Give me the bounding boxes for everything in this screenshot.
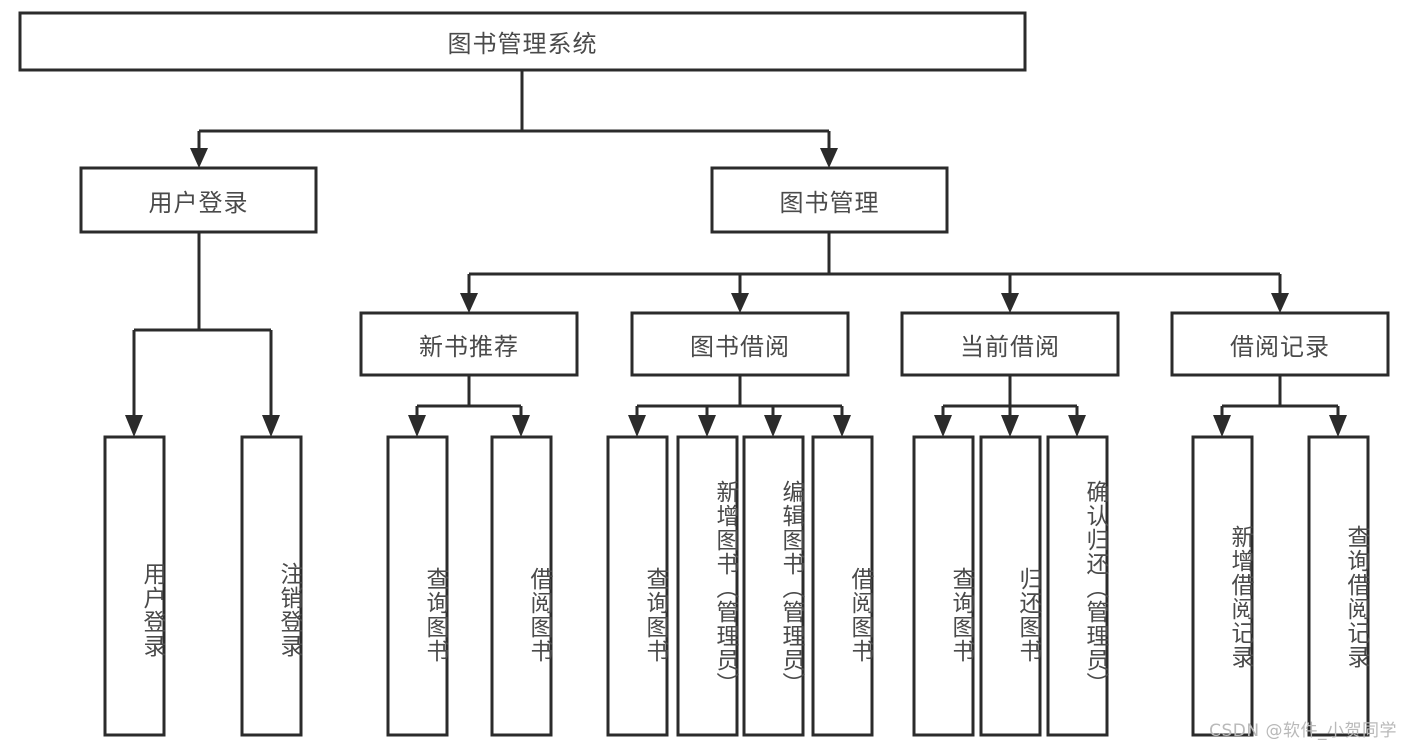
node-box-leaf-record-add[interactable]	[1191, 435, 1254, 737]
arrowhead-current-leaf-1	[934, 415, 952, 437]
arrowhead-user-login	[190, 148, 208, 168]
node-box-leaf-record-query[interactable]	[1307, 435, 1370, 737]
node-box-leaf-borrow-lend[interactable]	[811, 435, 874, 737]
node-box-leaf-borrow-add[interactable]	[676, 435, 739, 737]
node-box-leaf-borrow-edit[interactable]	[742, 435, 805, 737]
watermark: CSDN @软件_小贺同学	[1209, 721, 1397, 741]
arrowhead-current-leaf-2	[1001, 415, 1019, 437]
node-box-book-borrow[interactable]	[630, 311, 850, 377]
arrowhead-borrow-record	[1271, 293, 1289, 313]
arrowhead-leaf-user-login	[125, 415, 143, 437]
arrowhead-borrow-leaf-4	[833, 415, 851, 437]
node-box-leaf-recommend-query[interactable]	[386, 435, 449, 737]
node-boxes	[18, 11, 1390, 737]
node-box-leaf-current-confirm[interactable]	[1046, 435, 1109, 737]
node-box-borrow-record[interactable]	[1170, 311, 1390, 377]
node-box-leaf-user-login[interactable]	[103, 435, 166, 737]
node-box-leaf-current-return[interactable]	[979, 435, 1042, 737]
node-box-leaf-logout[interactable]	[240, 435, 303, 737]
arrowhead-borrow-leaf-1	[628, 415, 646, 437]
node-box-current-borrow[interactable]	[900, 311, 1120, 377]
arrowhead-recommend-leaf-1	[408, 415, 426, 437]
arrowhead-record-leaf-1	[1213, 415, 1231, 437]
node-box-leaf-current-query[interactable]	[912, 435, 975, 737]
connectors	[125, 70, 1347, 437]
node-box-root[interactable]	[18, 11, 1027, 72]
arrowhead-book-borrow	[731, 293, 749, 313]
arrowhead-book-mgmt	[820, 148, 838, 168]
arrowhead-borrow-leaf-3	[764, 415, 782, 437]
arrowhead-current-borrow	[1001, 293, 1019, 313]
arrowhead-recommend-leaf-2	[512, 415, 530, 437]
arrowhead-current-leaf-3	[1068, 415, 1086, 437]
node-box-user-login[interactable]	[79, 166, 318, 234]
arrowhead-new-book-recommend	[460, 293, 478, 313]
node-box-leaf-borrow-query[interactable]	[606, 435, 669, 737]
node-box-new-book-recommend[interactable]	[359, 311, 579, 377]
arrowhead-borrow-leaf-2	[698, 415, 716, 437]
node-box-book-management[interactable]	[710, 166, 949, 234]
arrowhead-record-leaf-2	[1329, 415, 1347, 437]
node-box-leaf-recommend-borrow[interactable]	[490, 435, 553, 737]
arrowhead-leaf-logout	[262, 415, 280, 437]
